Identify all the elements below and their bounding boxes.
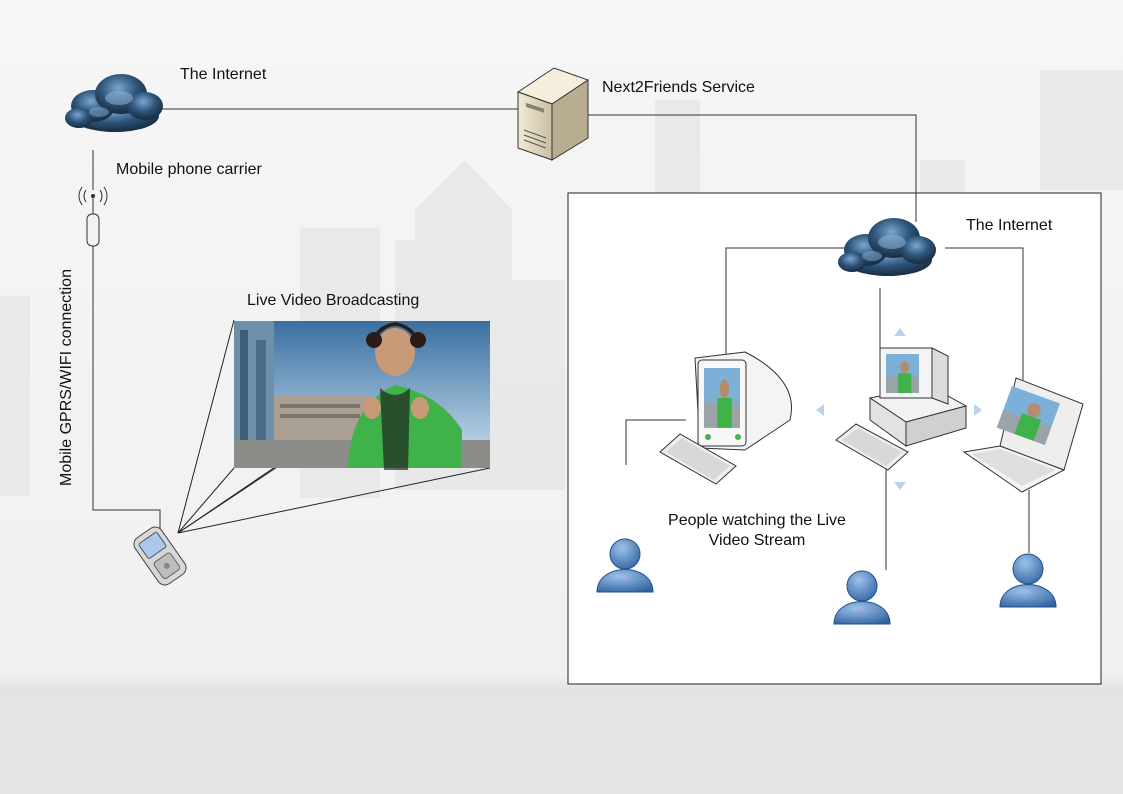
laptop-icon [962, 377, 1084, 493]
server-icon [516, 67, 590, 161]
keyboard-icon [659, 433, 737, 485]
carrier-label: Mobile phone carrier [116, 161, 262, 178]
connection-label: Mobile GPRS/WIFI connection [58, 269, 75, 486]
broadcast-label: Live Video Broadcasting [247, 292, 420, 309]
crt-monitor-icon [694, 351, 792, 451]
internet-label-top: The Internet [180, 66, 267, 83]
floor-band [0, 690, 1123, 794]
keyboard-icon [835, 423, 909, 471]
mobile-phone-icon [133, 526, 187, 586]
internet-label-right: The Internet [966, 217, 1053, 234]
live-video-frame [234, 321, 490, 470]
direction-arrows [816, 328, 982, 490]
desktop-pc-icon [868, 347, 968, 447]
antenna-icon [78, 186, 108, 247]
watchers-label: People watching the Live Video Stream [668, 512, 846, 549]
service-label: Next2Friends Service [602, 79, 755, 96]
